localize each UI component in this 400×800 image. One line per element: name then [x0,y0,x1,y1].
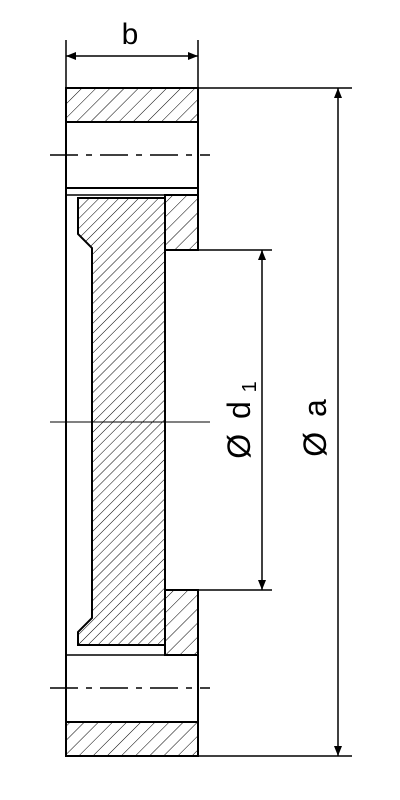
outer-rim-bottom-section [65,721,199,757]
dim-d1-label: Ø d 1 [221,381,261,459]
dim-d1-name: d [221,401,257,419]
dim-a-symbol: Ø [297,432,333,457]
dim-a-label: Ø a [297,399,333,457]
hub-flange-bottom [164,589,199,656]
hub-flange-top [164,194,199,251]
dim-a-name: a [297,399,333,417]
dim-d1-subscript: 1 [239,381,261,392]
outer-rim-top-section [65,87,199,123]
dim-b-label: b [122,18,139,51]
dim-d1-symbol: Ø [221,434,257,459]
